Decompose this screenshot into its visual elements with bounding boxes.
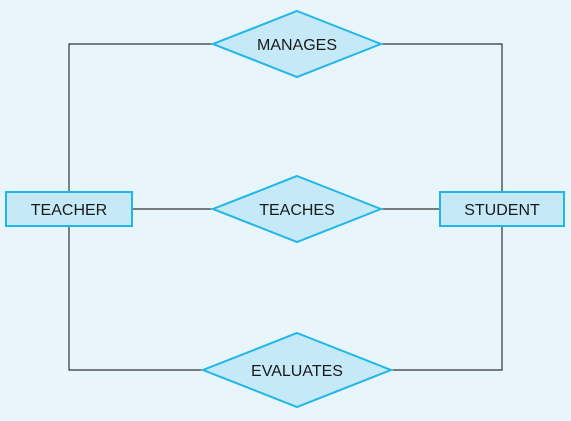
relationship-manages-label: MANAGES <box>257 37 337 54</box>
connector-teacher-manages <box>68 43 213 192</box>
connector-evaluates-student <box>391 226 503 371</box>
relationship-manages[interactable]: MANAGES <box>210 9 384 79</box>
relationship-teaches-diamond <box>210 174 384 244</box>
entity-student-label: STUDENT <box>464 202 540 219</box>
entity-teacher-box <box>5 191 133 227</box>
entity-student-box <box>439 191 565 227</box>
connector-manages-student <box>381 43 503 192</box>
relationship-evaluates-label: EVALUATES <box>251 363 343 380</box>
connector-teacher-evaluates <box>68 226 203 371</box>
entity-student[interactable]: STUDENT <box>439 191 565 227</box>
relationship-teaches-label: TEACHES <box>259 202 335 219</box>
relationship-manages-diamond <box>210 9 384 79</box>
relationship-evaluates-diamond <box>200 331 394 409</box>
relationship-evaluates[interactable]: EVALUATES <box>200 331 394 409</box>
entity-teacher[interactable]: TEACHER <box>5 191 133 227</box>
entity-teacher-label: TEACHER <box>31 202 107 219</box>
connectors <box>68 43 503 371</box>
relationship-teaches[interactable]: TEACHES <box>210 174 384 244</box>
